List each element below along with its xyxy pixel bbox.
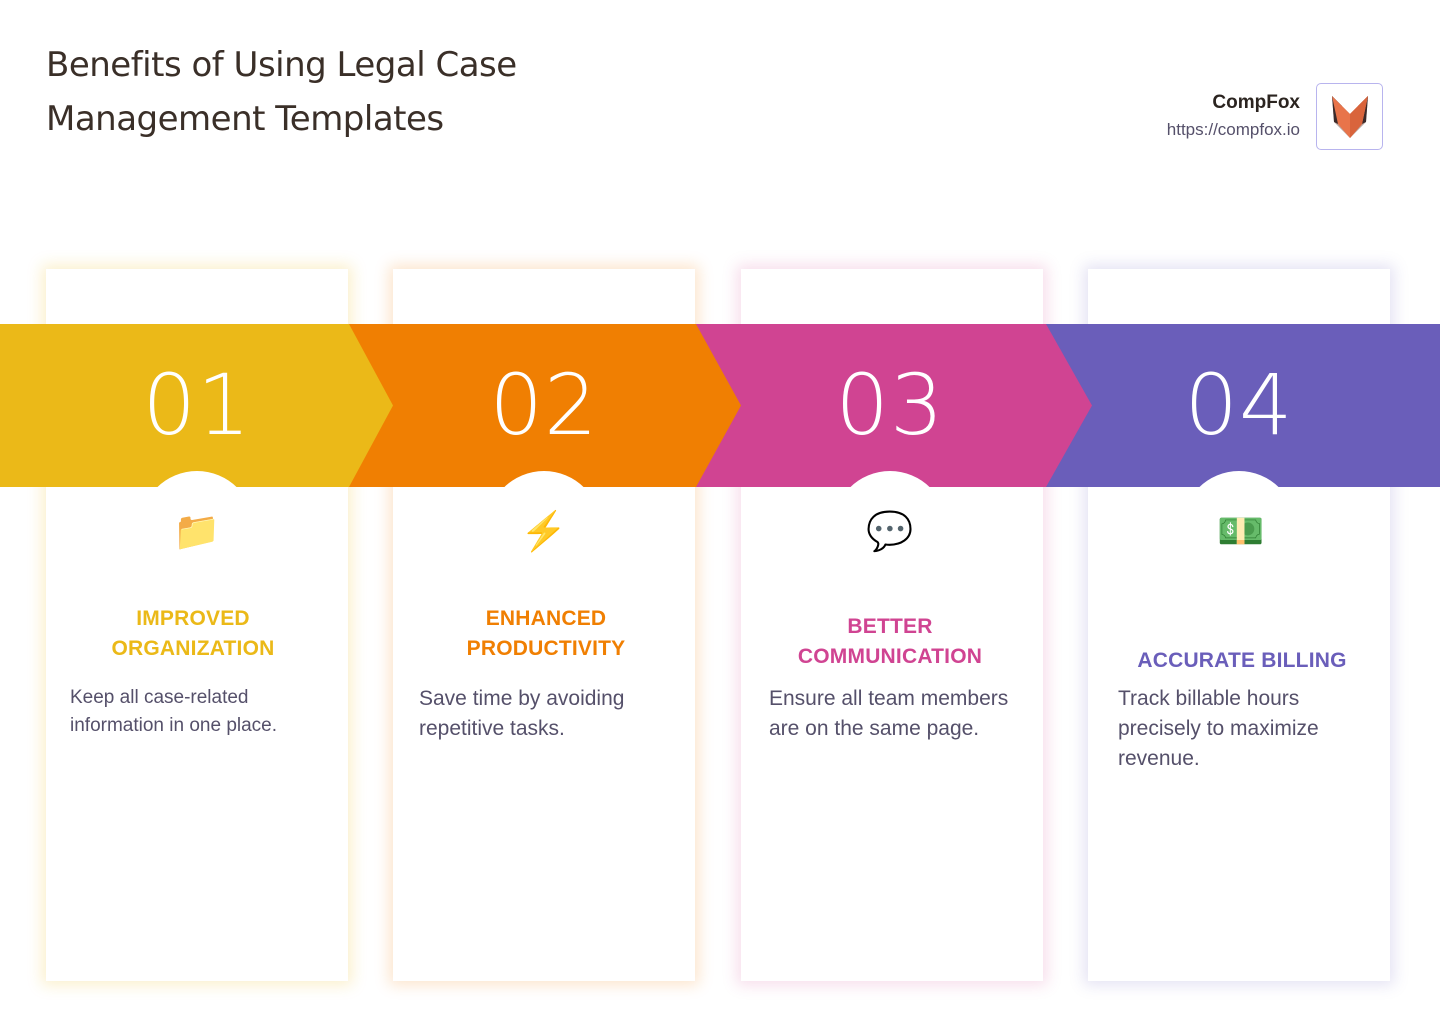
step-number-2: 02 bbox=[489, 356, 599, 454]
folder-icon: 📁 bbox=[173, 511, 221, 553]
arrow-band bbox=[0, 324, 1440, 487]
arrow-2 bbox=[340, 324, 741, 487]
icon-circle-2 bbox=[487, 471, 601, 585]
icon-circle-4 bbox=[1182, 471, 1296, 585]
step-description-4: Track billable hours precisely to maximi… bbox=[1118, 687, 1319, 770]
arrow-4 bbox=[1040, 324, 1440, 487]
brand-url[interactable]: https://compfox.io bbox=[1166, 120, 1300, 139]
speech-bubble-icon: 💬 bbox=[866, 511, 914, 553]
lightning-icon: ⚡ bbox=[520, 511, 568, 553]
arrow-3 bbox=[690, 324, 1092, 487]
arrow-1 bbox=[0, 324, 393, 487]
money-icon: 💵 bbox=[1217, 511, 1265, 553]
step-description-1: Keep all case-related information in one… bbox=[70, 687, 278, 736]
step-title-4: ACCURATE BILLING bbox=[1137, 649, 1347, 672]
brand-name: CompFox bbox=[1212, 92, 1300, 113]
icon-circle-1 bbox=[140, 471, 254, 585]
step-description-2: Save time by avoiding repetitive tasks. bbox=[419, 687, 625, 740]
brand-block: CompFox https://compfox.io bbox=[1167, 90, 1300, 143]
step-number-3: 03 bbox=[835, 356, 945, 454]
icon-circle-3 bbox=[833, 471, 947, 585]
step-number-1: 01 bbox=[142, 356, 252, 454]
page-title: Benefits of Using Legal Case Management … bbox=[46, 45, 517, 139]
fox-logo-icon bbox=[1316, 83, 1383, 150]
step-description-3: Ensure all team members are on the same … bbox=[769, 687, 1009, 740]
step-number-4: 04 bbox=[1184, 356, 1294, 454]
